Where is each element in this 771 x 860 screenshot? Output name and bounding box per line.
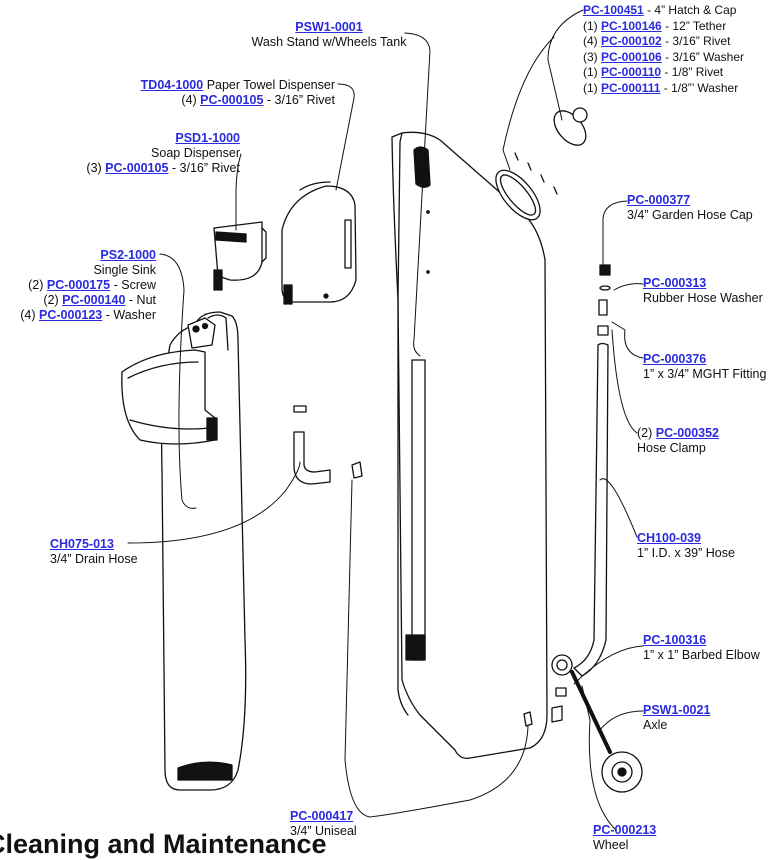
part-desc: - 1/8”’ Washer bbox=[663, 80, 739, 95]
callout-pc-000377: PC-000377 3/4” Garden Hose Cap bbox=[627, 193, 753, 223]
part-qty: (2) bbox=[637, 426, 653, 440]
part-desc: - 3/16” Washer bbox=[665, 49, 744, 64]
part-desc: Hose Clamp bbox=[637, 441, 706, 455]
callout-ch075-013: CH075-013 3/4” Drain Hose bbox=[50, 537, 138, 567]
part-link-ch075-013[interactable]: CH075-013 bbox=[50, 537, 114, 551]
part-link-pc-000313[interactable]: PC-000313 bbox=[643, 276, 707, 290]
part-desc: 1” x 3/4” MGHT Fitting bbox=[643, 367, 767, 381]
soap-dispenser bbox=[213, 221, 267, 291]
part-desc: - Nut bbox=[128, 293, 156, 307]
part-qty: (1) bbox=[583, 18, 598, 33]
part-link-pc-000377[interactable]: PC-000377 bbox=[627, 193, 691, 207]
part-desc: - 3/16” Rivet bbox=[266, 93, 335, 107]
callout-psw1-0001: PSW1-0001 Wash Stand w/Wheels Tank bbox=[235, 20, 423, 50]
part-desc: Soap Dispenser bbox=[151, 146, 240, 160]
wash-stand-tank bbox=[391, 131, 548, 759]
part-desc: 1” I.D. x 39” Hose bbox=[637, 546, 735, 560]
part-desc: Rubber Hose Washer bbox=[643, 291, 763, 305]
part-qty: (2) bbox=[28, 278, 44, 292]
part-desc: Wash Stand w/Wheels Tank bbox=[251, 35, 407, 49]
callout-pc-000352: (2) PC-000352 Hose Clamp bbox=[637, 426, 719, 456]
part-qty: (1) bbox=[583, 65, 598, 79]
part-link-pc-000102[interactable]: PC-000102 bbox=[601, 34, 662, 48]
part-desc: Single Sink bbox=[93, 263, 156, 277]
callout-pc-100451: PC-100451 - 4” Hatch & Cap (1) PC-100146… bbox=[583, 3, 744, 96]
part-link-psw1-0021[interactable]: PSW1-0021 bbox=[643, 703, 711, 717]
callout-pc-000376: PC-000376 1” x 3/4” MGHT Fitting bbox=[643, 352, 766, 382]
part-link-pc-000213[interactable]: PC-000213 bbox=[593, 823, 657, 837]
part-desc: - 4” Hatch & Cap bbox=[647, 3, 737, 17]
part-desc: - 12” Tether bbox=[665, 18, 727, 33]
callout-psw1-0021: PSW1-0021 Axle bbox=[643, 703, 710, 733]
part-desc: 3/4” Drain Hose bbox=[50, 552, 138, 566]
part-link-pc-000106[interactable]: PC-000106 bbox=[601, 49, 662, 64]
part-link-psw1-0001[interactable]: PSW1-0001 bbox=[295, 20, 363, 34]
part-link-pc-000123[interactable]: PC-000123 bbox=[39, 308, 103, 322]
single-sink-body bbox=[121, 311, 247, 791]
part-link-ps2-1000[interactable]: PS2-1000 bbox=[100, 248, 156, 262]
part-qty: (3) bbox=[86, 161, 102, 175]
part-qty: (4) bbox=[181, 93, 197, 107]
part-link-pc-100146[interactable]: PC-100146 bbox=[601, 18, 662, 33]
part-link-pc-000140[interactable]: PC-000140 bbox=[62, 293, 126, 307]
callout-td04-1000: TD04-1000 Paper Towel Dispenser (4) PC-0… bbox=[100, 78, 335, 108]
paper-towel-dispenser bbox=[281, 181, 357, 305]
part-link-td04-1000[interactable]: TD04-1000 bbox=[140, 78, 204, 92]
part-desc: - Washer bbox=[105, 308, 156, 322]
part-qty: (2) bbox=[43, 293, 59, 307]
part-desc: Axle bbox=[643, 718, 668, 732]
callout-ps2-1000: PS2-1000 Single Sink (2) PC-000175 - Scr… bbox=[0, 248, 156, 323]
part-qty: (4) bbox=[583, 34, 598, 48]
part-desc: - Screw bbox=[113, 278, 156, 292]
part-qty: (3) bbox=[583, 49, 598, 64]
part-link-pc-100451[interactable]: PC-100451 bbox=[583, 3, 644, 17]
callout-pc-000313: PC-000313 Rubber Hose Washer bbox=[643, 276, 763, 306]
callout-pc-000417: PC-000417 3/4” Uniseal bbox=[290, 809, 357, 839]
part-desc: 3/4” Garden Hose Cap bbox=[627, 208, 753, 222]
part-desc: Paper Towel Dispenser bbox=[206, 78, 335, 92]
part-qty: (4) bbox=[20, 308, 36, 322]
part-link-ch100-039[interactable]: CH100-039 bbox=[637, 531, 701, 545]
callout-psd1-1000: PSD1-1000 Soap Dispenser (3) PC-000105 -… bbox=[40, 131, 240, 176]
section-heading: Cleaning and Maintenance bbox=[0, 829, 327, 859]
part-link-pc-000110[interactable]: PC-000110 bbox=[601, 65, 662, 79]
part-link-pc-000352[interactable]: PC-000352 bbox=[655, 426, 720, 440]
part-link-pc-000105[interactable]: PC-000105 bbox=[105, 161, 169, 175]
part-link-pc-000417[interactable]: PC-000417 bbox=[290, 809, 354, 823]
part-link-psd1-1000[interactable]: PSD1-1000 bbox=[175, 131, 240, 145]
part-link-pc-000376[interactable]: PC-000376 bbox=[643, 352, 707, 366]
part-desc: Wheel bbox=[593, 838, 629, 852]
leader-lines bbox=[127, 9, 644, 831]
part-link-pc-100316[interactable]: PC-100316 bbox=[643, 633, 707, 647]
part-desc: 3/4” Uniseal bbox=[290, 824, 357, 838]
part-link-pc-000111[interactable]: PC-000111 bbox=[601, 80, 661, 95]
part-desc: - 3/16” Rivet bbox=[665, 34, 731, 48]
part-desc: - 1/8” Rivet bbox=[664, 65, 724, 79]
part-qty: (1) bbox=[583, 80, 598, 95]
callout-pc-000213: PC-000213 Wheel bbox=[593, 823, 656, 853]
part-desc: - 3/16” Rivet bbox=[171, 161, 240, 175]
part-link-pc-000175[interactable]: PC-000175 bbox=[46, 278, 111, 292]
part-desc: 1” x 1” Barbed Elbow bbox=[643, 648, 760, 662]
callout-pc-100316: PC-100316 1” x 1” Barbed Elbow bbox=[643, 633, 760, 663]
part-link-pc-000105[interactable]: PC-000105 bbox=[200, 93, 264, 107]
hose-assembly bbox=[551, 264, 643, 793]
callout-ch100-039: CH100-039 1” I.D. x 39” Hose bbox=[637, 531, 735, 561]
